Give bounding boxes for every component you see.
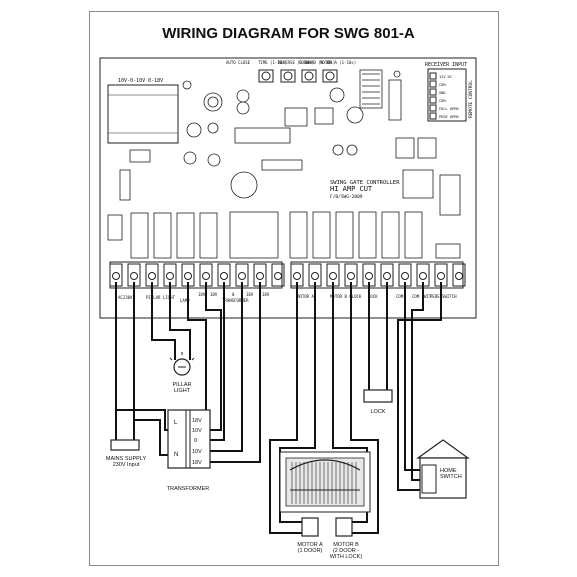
svg-text:10V: 10V xyxy=(210,292,218,297)
svg-text:COM: COM xyxy=(439,83,446,87)
svg-text:COM SWIT: COM SWIT xyxy=(412,294,432,299)
svg-text:F/B/SWG-2009: F/B/SWG-2009 xyxy=(330,194,363,200)
wire-0v xyxy=(210,282,225,441)
svg-text:10V-0-10V 0-18V: 10V-0-10V 0-18V xyxy=(118,78,163,84)
terminal-block-left xyxy=(109,261,283,289)
svg-text:TIME (1-10s): TIME (1-10s) xyxy=(258,60,287,65)
svg-text:10V: 10V xyxy=(246,292,254,297)
terminal-screw-head xyxy=(401,272,409,280)
terminal-screw-head xyxy=(437,272,445,280)
wire-motor-b-2 xyxy=(350,282,379,534)
lock: LOCK xyxy=(363,389,393,415)
wire-motor-b-1 xyxy=(332,282,368,523)
terminal-screw-head xyxy=(112,272,120,280)
svg-text:FULL OPEN: FULL OPEN xyxy=(439,107,458,111)
terminal-screw-head xyxy=(130,272,138,280)
svg-text:10V: 10V xyxy=(192,428,202,434)
terminal-screw-head xyxy=(329,272,337,280)
svg-text:18V: 18V xyxy=(192,418,202,424)
svg-text:18V: 18V xyxy=(192,460,202,466)
svg-text:MOTOR A: MOTOR A xyxy=(297,294,314,299)
wire-home-2 xyxy=(411,282,424,481)
terminal-screw-head xyxy=(184,272,192,280)
pcb-title-block: SWING GATE CONTROLLER HI AMP CUT F/B/SWG… xyxy=(330,180,400,200)
terminal-screw-head xyxy=(202,272,210,280)
wire-motor-a-1 xyxy=(269,282,302,534)
relays xyxy=(130,211,461,259)
pcb-timers: AUTO CLOSE TIME (1-10s) REVERSE (1-30s) … xyxy=(226,60,356,83)
gate xyxy=(279,451,371,537)
svg-text:COM: COM xyxy=(439,99,446,103)
wire-motor-a-2 xyxy=(279,282,316,523)
pcb-components xyxy=(107,69,461,241)
svg-text:TRANSFORMER: TRANSFORMER xyxy=(167,486,210,492)
motor-a-label: MOTOR A(1 DOOR) xyxy=(297,542,323,554)
wire-light-1 xyxy=(151,282,176,360)
terminal-screw-head xyxy=(148,272,156,280)
svg-text:LOCK: LOCK xyxy=(371,409,386,415)
terminal-screw-head xyxy=(311,272,319,280)
terminal-screw-head xyxy=(293,272,301,280)
terminal-screw-head xyxy=(274,272,282,280)
svg-text:COM: COM xyxy=(396,294,404,299)
svg-text:MOTOR B CLOCK: MOTOR B CLOCK xyxy=(330,294,362,299)
receiver-input-block: RECEIVER INPUT 12V DC COM GND COM FULL O… xyxy=(425,62,474,122)
svg-text:LAMP: LAMP xyxy=(180,298,190,303)
terminal-screw-head xyxy=(166,272,174,280)
diagram-title: WIRING DIAGRAM FOR SWG 801-A xyxy=(162,25,415,42)
terminal-screw-head xyxy=(347,272,355,280)
svg-text:10V: 10V xyxy=(192,449,202,455)
svg-text:MOTOR A (1-10s): MOTOR A (1-10s) xyxy=(320,60,356,65)
svg-text:TRANSFORMER: TRANSFORMER xyxy=(222,298,249,303)
svg-text:18V: 18V xyxy=(262,292,270,297)
svg-text:12V DC: 12V DC xyxy=(439,75,452,79)
svg-text:GND: GND xyxy=(439,91,446,95)
wire-home-1 xyxy=(404,282,420,471)
svg-text:18V: 18V xyxy=(198,292,206,297)
svg-text:AUTO CLOSE: AUTO CLOSE xyxy=(226,60,251,65)
svg-text:REMOTE CONTROL: REMOTE CONTROL xyxy=(468,80,474,118)
wire-home-3 xyxy=(397,282,442,491)
terminal-screw-head xyxy=(455,272,463,280)
wire-10v-b xyxy=(210,282,243,452)
svg-text:RECEIVER INPUT: RECEIVER INPUT xyxy=(425,62,467,68)
svg-text:LOCK: LOCK xyxy=(368,294,378,299)
terminal-screw-head xyxy=(238,272,246,280)
svg-text:PEDE OPEN: PEDE OPEN xyxy=(439,115,458,119)
terminal-labels: AC230V PILLAR LIGHT LAMP 18V 10V 0 10V 1… xyxy=(118,292,457,303)
svg-text:FORWARD (1-30s): FORWARD (1-30s) xyxy=(299,60,335,65)
transformer: L N 18V 10V 0 10V 18V TRANSFORMER xyxy=(167,409,211,492)
wires xyxy=(115,282,442,534)
svg-text:HI AMP CUT: HI AMP CUT xyxy=(330,185,373,193)
motor-b-label: MOTOR B(2 DOOR -WITH LOCK) xyxy=(330,542,363,560)
terminal-block-right xyxy=(290,261,464,289)
terminal-screw-head xyxy=(419,272,427,280)
wire-10v-a xyxy=(205,282,222,431)
svg-text:SWING GATE CONTROLLER: SWING GATE CONTROLLER xyxy=(330,180,400,186)
terminal-screw-head xyxy=(383,272,391,280)
wire-18v-b xyxy=(210,282,261,463)
svg-text:PEDE SWITCH: PEDE SWITCH xyxy=(430,294,457,299)
terminal-screw-head xyxy=(365,272,373,280)
wire-light-2 xyxy=(169,282,191,360)
pcb-transformer: 10V-0-10V 0-18V xyxy=(107,78,179,144)
terminal-screw-head xyxy=(256,272,264,280)
svg-text:N: N xyxy=(174,452,178,458)
svg-text:AC230V: AC230V xyxy=(118,295,133,300)
svg-text:L: L xyxy=(174,420,178,426)
svg-text:0: 0 xyxy=(194,438,197,444)
terminal-blocks xyxy=(109,263,466,287)
svg-text:PILLAR LIGHT: PILLAR LIGHT xyxy=(146,295,175,300)
terminal-screw-head xyxy=(220,272,228,280)
svg-text:REVERSE (1-30s): REVERSE (1-30s) xyxy=(278,60,314,65)
svg-text:0: 0 xyxy=(232,292,235,297)
